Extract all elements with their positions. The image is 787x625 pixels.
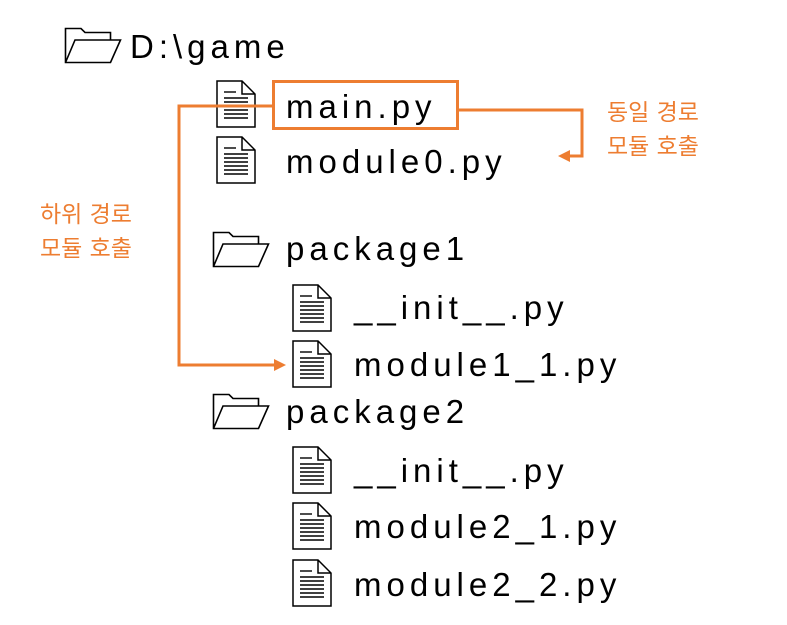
main-py-highlight-box — [272, 80, 459, 130]
file-icon — [292, 340, 332, 393]
same-path-line1: 동일 경로 — [607, 100, 699, 126]
sub-path-line2: 모듈 호출 — [40, 236, 132, 262]
folder-label: package2 — [286, 392, 470, 430]
same-path-line2: 모듈 호출 — [607, 134, 699, 160]
folder-icon — [212, 228, 270, 273]
root-folder-label[interactable]: D:\game — [130, 22, 290, 70]
sub-path-line1: 하위 경로 — [40, 202, 132, 228]
file-icon — [292, 284, 332, 337]
file-module2-1-py[interactable]: module2_1.py — [354, 502, 621, 550]
file-module2-2-py[interactable]: module2_2.py — [354, 560, 621, 608]
sub-path-arrow — [177, 104, 276, 367]
folder-icon — [64, 24, 122, 69]
sub-path-arrowhead — [274, 359, 286, 371]
sub-path-annotation: 하위 경로 모듈 호출 — [40, 198, 132, 266]
file-icon — [216, 136, 256, 189]
file-label: __init__.py — [354, 451, 569, 489]
same-path-arrowhead — [558, 150, 570, 162]
folder-package2[interactable]: package2 — [286, 387, 469, 435]
file-icon — [292, 502, 332, 555]
file-label: module2_2.py — [354, 565, 622, 603]
folder-package1[interactable]: package1 — [286, 224, 469, 272]
same-path-annotation: 동일 경로 모듈 호출 — [607, 96, 699, 164]
file-icon — [292, 446, 332, 499]
folder-label: package1 — [286, 229, 470, 267]
root-folder-name: D:\game — [130, 27, 290, 65]
file-label: __init__.py — [354, 288, 569, 326]
file-main-py[interactable]: main.py — [286, 82, 437, 130]
file-package1-init-py[interactable]: __init__.py — [354, 283, 569, 331]
file-label: module2_1.py — [354, 507, 622, 545]
file-package2-init-py[interactable]: __init__.py — [354, 446, 569, 494]
file-label: module1_1.py — [354, 345, 622, 383]
file-label: module0.py — [286, 142, 507, 180]
file-label: main.py — [286, 87, 437, 125]
same-path-arrow — [459, 108, 584, 158]
file-module0-py[interactable]: module0.py — [286, 137, 507, 185]
folder-icon — [212, 390, 270, 435]
file-module1-1-py[interactable]: module1_1.py — [354, 340, 621, 388]
file-icon — [292, 559, 332, 612]
